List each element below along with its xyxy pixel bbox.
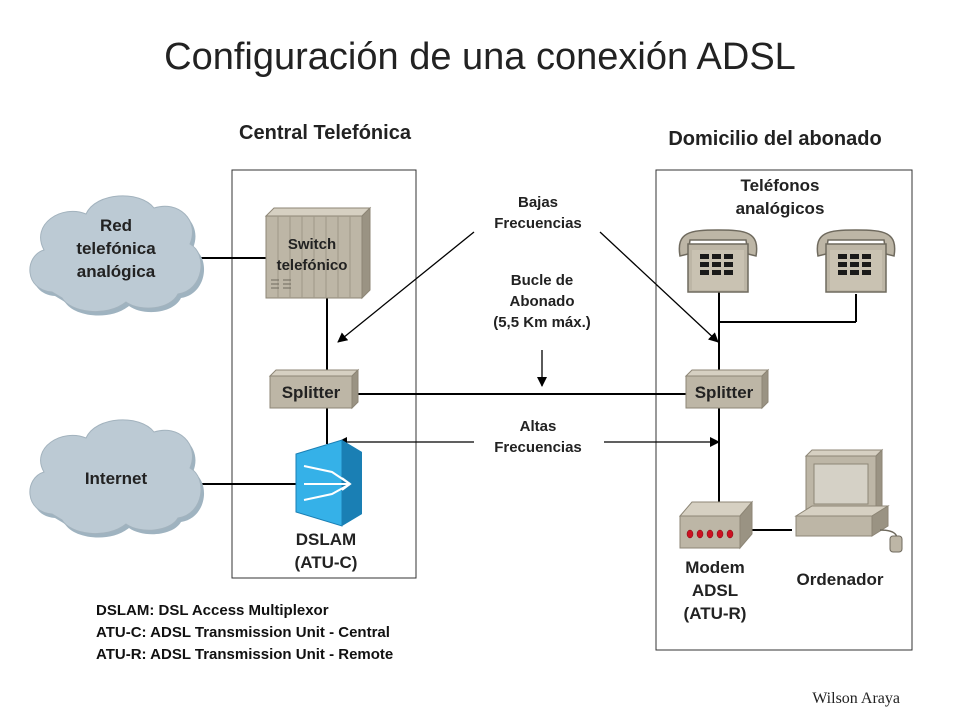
splitter-domicilio-label: Splitter <box>694 383 754 402</box>
section-central-telefonica: Central Telefónica <box>239 122 411 144</box>
dslam-label: DSLAM (ATU-C) <box>266 528 386 574</box>
splitter-domicilio-icon <box>684 368 770 410</box>
telefonos-label-line2: analógicos <box>735 199 825 218</box>
bajas-frecuencias-label: Bajas Frecuencias <box>478 192 598 234</box>
switch-telefonico-icon <box>264 206 372 300</box>
modem-adsl-icon <box>678 500 754 550</box>
cloud-internet-label: Internet <box>84 469 148 488</box>
cloud-red-label-line2: telefónica <box>76 239 156 258</box>
central-box <box>231 169 417 579</box>
cloud-red-telefonica-icon <box>29 195 205 316</box>
bucle-line3: (5,5 Km máx.) <box>493 314 591 331</box>
switch-label-line2: telefónico <box>276 257 348 274</box>
altas-frecuencias-label: Altas Frecuencias <box>478 416 598 458</box>
telefono-1-icon <box>678 229 758 293</box>
ordenador-icon <box>794 448 903 553</box>
splitter-central-icon <box>268 368 360 410</box>
telefono-2-icon <box>816 229 896 293</box>
telefonos-label: Teléfonos analógicos <box>700 174 860 220</box>
switch-label: Switch telefónico <box>262 234 362 276</box>
cloud-red-label: Red telefónica analógica <box>46 214 186 283</box>
modem-label-line3: (ATU-R) <box>683 604 747 623</box>
bucle-abonado-label: Bucle de Abonado (5,5 Km máx.) <box>472 270 612 333</box>
section-domicilio-abonado: Domicilio del abonado <box>668 128 882 150</box>
splitter-central-label: Splitter <box>281 383 341 402</box>
author-credit: Wilson Araya <box>812 690 900 707</box>
cloud-red-label-line3: analógica <box>76 262 156 281</box>
telefonos-label-line1: Teléfonos <box>740 176 820 195</box>
page-title: Configuración de una conexión ADSL <box>164 36 796 78</box>
cloud-internet-icon <box>29 419 205 538</box>
legend: DSLAM: DSL Access Multiplexor ATU-C: ADS… <box>96 600 393 666</box>
bucle-line1: Bucle de <box>510 272 574 289</box>
domicilio-box <box>655 169 913 651</box>
modem-label-line2: ADSL <box>691 581 739 600</box>
connection-lines <box>186 257 857 531</box>
bajas-line1: Bajas <box>517 194 559 211</box>
modem-label-line1: Modem <box>685 558 745 577</box>
switch-label-line1: Switch <box>287 236 337 253</box>
cloud-red-label-line1: Red <box>99 216 133 235</box>
modem-label: Modem ADSL (ATU-R) <box>660 556 770 625</box>
altas-line2: Frecuencias <box>494 439 582 456</box>
bajas-line2: Frecuencias <box>494 215 582 232</box>
altas-line1: Altas <box>519 418 557 435</box>
dslam-icon <box>295 439 362 527</box>
dslam-label-line1: DSLAM <box>295 530 357 549</box>
legend-item: ATU-R: ADSL Transmission Unit - Remote <box>96 646 394 663</box>
ordenador-label: Ordenador <box>796 570 884 589</box>
dslam-label-line2: (ATU-C) <box>294 553 358 572</box>
bucle-line2: Abonado <box>509 293 575 310</box>
arrows <box>337 231 720 447</box>
legend-item: DSLAM: DSL Access Multiplexor <box>96 602 329 619</box>
legend-item: ATU-C: ADSL Transmission Unit - Central <box>96 624 390 641</box>
